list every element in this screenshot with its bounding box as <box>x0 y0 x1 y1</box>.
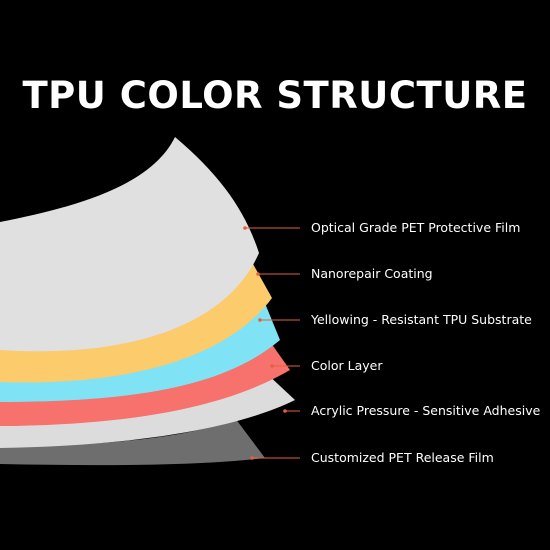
layer-optical-grade-pet-protective-film <box>0 137 259 352</box>
label-yellowing-resistant-tpu-substrate: Yellowing - Resistant TPU Substrate <box>311 312 532 327</box>
layer-color-layer <box>0 336 290 426</box>
leader-line-5 <box>283 409 300 413</box>
label-customized-pet-release-film: Customized PET Release Film <box>311 450 494 465</box>
layer-customized-pet-release-film <box>0 418 265 466</box>
leader-line-6 <box>250 456 300 460</box>
label-optical-grade-pet-protective-film: Optical Grade PET Protective Film <box>311 220 521 235</box>
label-nanorepair-coating: Nanorepair Coating <box>311 266 433 281</box>
leader-line-4 <box>270 364 300 368</box>
layer-acrylic-pressure-sensitive-adhesive <box>0 372 295 448</box>
layer-yellowing-resistant-tpu-substrate <box>0 296 280 402</box>
layer-nanorepair-coating <box>0 255 272 383</box>
leader-line-2 <box>256 272 300 276</box>
leader-line-1 <box>243 226 300 230</box>
label-color-layer: Color Layer <box>311 358 383 373</box>
diagram-title: TPU COLOR STRUCTURE <box>22 74 528 117</box>
label-acrylic-pressure-sensitive-adhesive: Acrylic Pressure - Sensitive Adhesive <box>311 403 541 418</box>
leader-line-3 <box>258 318 300 322</box>
